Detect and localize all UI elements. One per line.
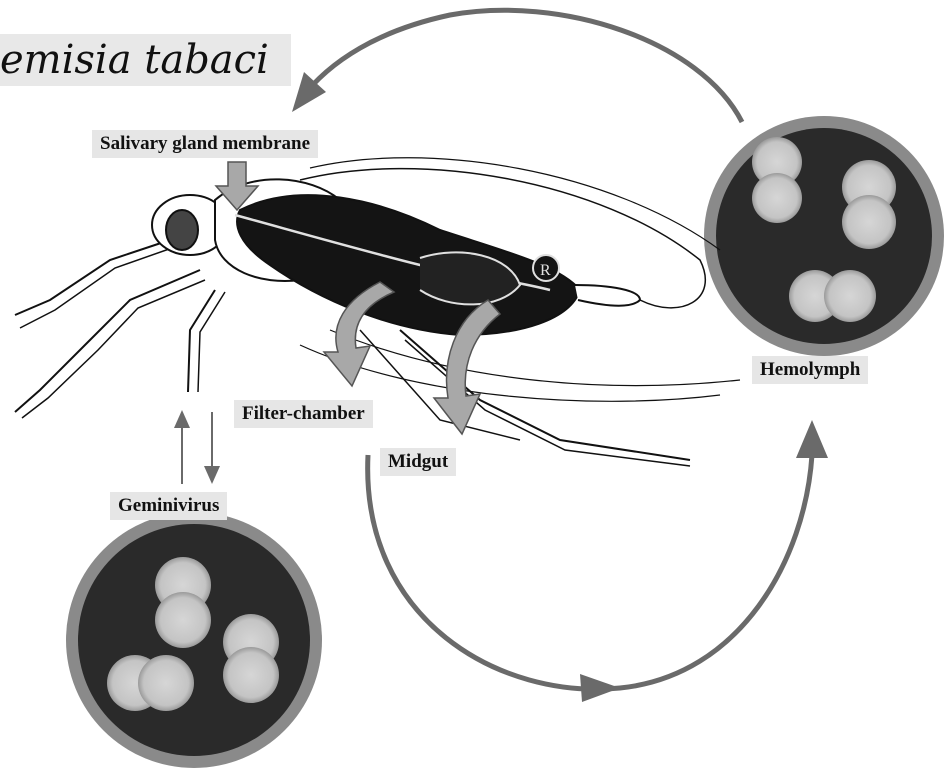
acquisition-arrows (174, 410, 220, 484)
label-midgut: Midgut (380, 448, 456, 476)
cycle-arrow-bottom (368, 455, 812, 689)
cycle-arrowhead-bottom-mid (580, 674, 620, 702)
whitefly-illustration: R (15, 158, 740, 466)
hemolymph-micrograph (704, 116, 944, 356)
rectum-marker: R (540, 262, 551, 279)
cycle-arrow-top (300, 10, 742, 122)
geminivirus-micrograph (66, 512, 322, 768)
label-geminivirus: Geminivirus (110, 492, 227, 520)
label-salivary-gland-membrane: Salivary gland membrane (92, 130, 318, 158)
species-title: emisia tabaci (0, 34, 291, 86)
label-filter-chamber: Filter-chamber (234, 400, 373, 428)
cycle-arrowhead-bottom-end (796, 420, 828, 458)
label-hemolymph: Hemolymph (752, 356, 868, 384)
